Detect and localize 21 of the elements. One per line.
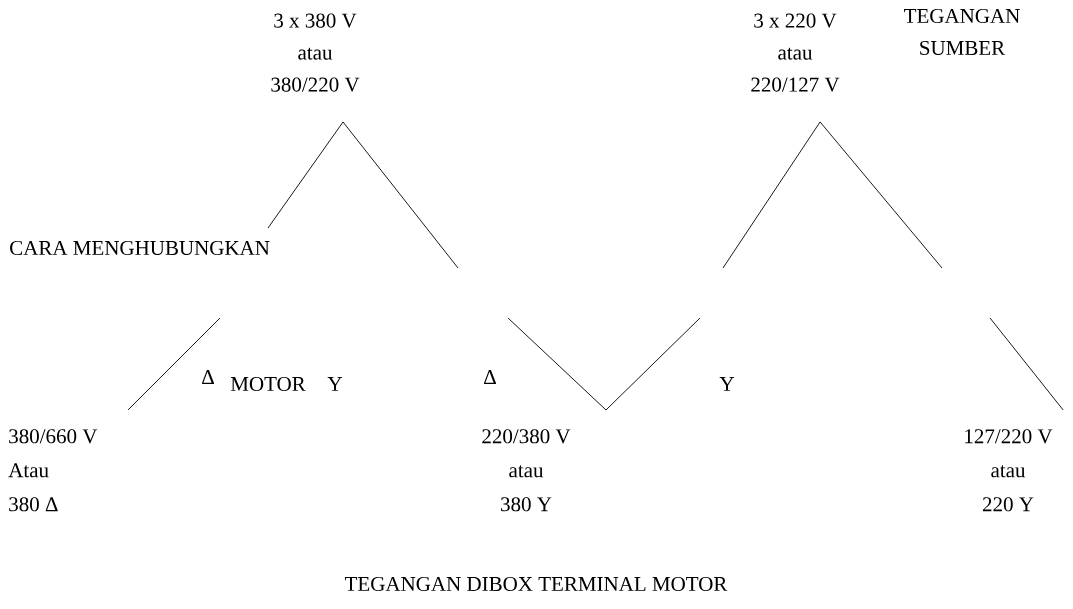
voltage-text: 3 x 220 V atau 220/127 V — [751, 13, 840, 92]
line — [342, 121, 459, 269]
label-text: MOTOR — [230, 376, 306, 392]
label-text: Y — [327, 377, 343, 391]
label-text: Δ — [202, 370, 214, 384]
label-text: TEGANGAN DIBOX TERMINAL MOTOR — [344, 576, 728, 592]
line — [605, 317, 701, 411]
voltage-text: 127/220 V atau 220 Y — [965, 429, 1053, 512]
line — [267, 121, 344, 229]
voltage-text: 3 x 380 V atau 380/220 V — [271, 13, 360, 92]
line — [989, 317, 1064, 411]
line — [722, 121, 821, 269]
voltage-text: 220/380 V atau 380 Y — [482, 429, 571, 512]
label-text: CARA MENGHUBUNGKAN — [10, 240, 270, 256]
line — [507, 317, 607, 411]
line — [819, 121, 943, 269]
label-text: Y — [719, 377, 735, 391]
label-text: Δ — [484, 370, 496, 384]
line — [127, 317, 221, 411]
label-text: TEGANGAN SUMBER — [904, 8, 1020, 56]
voltage-text: 380/660 V Atau 380 Δ — [8, 429, 98, 512]
